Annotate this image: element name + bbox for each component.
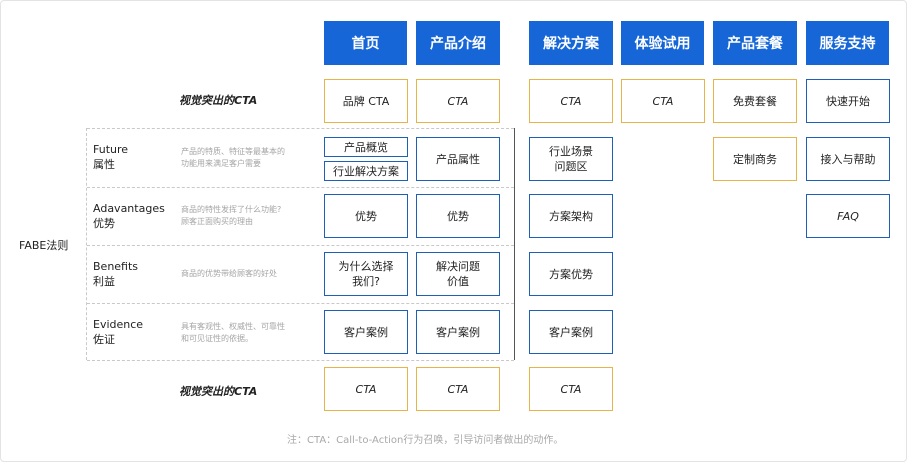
home-advantages: 优势 [324, 194, 408, 238]
package-custom-business: 定制商务 [713, 137, 797, 181]
row-desc-line: 商品的特性发挥了什么功能? [181, 205, 282, 214]
product-cta-top: CTA [416, 79, 500, 123]
cell-line: 我们? [352, 275, 380, 288]
package-free: 免费套餐 [713, 79, 797, 123]
row-desc-line: 具有客观性、权威性、可靠性 [181, 322, 285, 331]
header-packages: 产品套餐 [713, 21, 797, 65]
header-solutions: 解决方案 [529, 21, 613, 65]
product-customer-cases: 客户案例 [416, 310, 500, 354]
solution-advantages: 方案优势 [529, 252, 613, 296]
row-benefits: Benefits 利益 [93, 259, 138, 289]
service-access-help: 接入与帮助 [806, 137, 890, 181]
row-divider [87, 303, 514, 304]
cell-line: 解决问题 [436, 260, 480, 273]
row-desc-line: 顾客正面购买的理由 [181, 217, 253, 226]
home-brand-cta: 品牌 CTA [324, 79, 408, 123]
cta-bottom-label: 视觉突出的CTA [179, 385, 258, 398]
row-desc-line: 产品的特质、特征等最基本的 [181, 147, 285, 156]
home-customer-cases: 客户案例 [324, 310, 408, 354]
row-title: Evidence [93, 318, 144, 331]
product-advantages: 优势 [416, 194, 500, 238]
row-divider [87, 128, 514, 129]
row-benefits-desc: 商品的优势带给顾客的好处 [181, 268, 277, 280]
row-subtitle: 优势 [93, 217, 115, 230]
row-title: Future [93, 143, 129, 156]
row-evidence-desc: 具有客观性、权威性、可靠性 和可见证性的依据。 [181, 321, 285, 345]
row-desc-line: 和可见证性的依据。 [181, 334, 253, 343]
service-faq: FAQ [806, 194, 890, 238]
row-future: Future 属性 [93, 142, 128, 172]
solution-cta-bottom: CTA [529, 367, 613, 411]
row-desc-line: 功能用来满足客户需要 [181, 159, 261, 168]
home-why-choose-us: 为什么选择 我们? [324, 252, 408, 296]
cell-line: 行业场景 [549, 145, 593, 158]
row-divider [87, 187, 514, 188]
row-subtitle: 佐证 [93, 333, 115, 346]
product-cta-bottom: CTA [416, 367, 500, 411]
header-product-intro: 产品介绍 [416, 21, 500, 65]
cell-line: 为什么选择 [338, 260, 394, 273]
home-cta-bottom: CTA [324, 367, 408, 411]
home-industry-solutions: 行业解决方案 [324, 161, 408, 181]
row-desc-line: 商品的优势带给顾客的好处 [181, 269, 277, 278]
header-trial: 体验试用 [621, 21, 704, 65]
row-advantages-desc: 商品的特性发挥了什么功能? 顾客正面购买的理由 [181, 204, 281, 228]
row-future-desc: 产品的特质、特征等最基本的 功能用来满足客户需要 [181, 146, 285, 170]
cta-top-label: 视觉突出的CTA [179, 94, 258, 107]
row-evidence: Evidence 佐证 [93, 317, 143, 347]
fabe-right-border [514, 128, 515, 360]
cell-line: 问题区 [554, 160, 588, 173]
row-subtitle: 属性 [93, 158, 115, 171]
product-solve-value: 解决问题 价值 [416, 252, 500, 296]
row-divider [87, 360, 514, 361]
header-service-support: 服务支持 [806, 21, 889, 65]
fabe-left-border [86, 128, 87, 360]
cell-line: 价值 [447, 275, 469, 288]
solution-industry-scenarios: 行业场景 问题区 [529, 137, 613, 181]
footnote: 注：CTA：Call-to-Action行为召唤，引导访问者做出的动作。 [287, 435, 564, 446]
trial-cta: CTA [621, 79, 705, 123]
solution-cta-top: CTA [529, 79, 613, 123]
service-quick-start: 快速开始 [806, 79, 890, 123]
row-advantages: Adavantages 优势 [93, 201, 165, 231]
solution-customer-cases: 客户案例 [529, 310, 613, 354]
row-title: Benefits [93, 260, 139, 273]
fabe-label: FABE法则 [19, 239, 69, 252]
solution-architecture: 方案架构 [529, 194, 613, 238]
row-title: Adavantages [93, 202, 165, 215]
row-subtitle: 利益 [93, 275, 115, 288]
header-home: 首页 [324, 21, 407, 65]
row-divider [87, 245, 514, 246]
product-attributes: 产品属性 [416, 137, 500, 181]
home-product-overview: 产品概览 [324, 137, 408, 157]
